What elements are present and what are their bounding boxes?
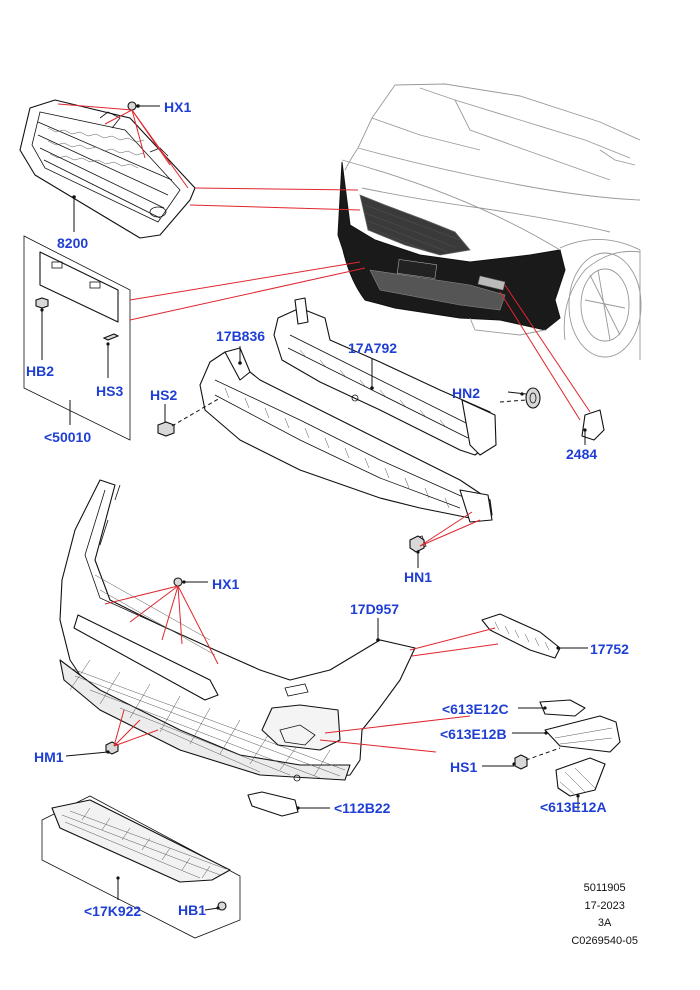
callout-613e12a: <613E12A [540,799,607,815]
doc-ref-line-3: 3A [597,917,612,929]
callout-hb2: HB2 [26,363,54,379]
moulding-112b22 [247,791,330,817]
doc-ref-line-1: 5011905 [583,882,626,894]
callout-hn2: HN2 [452,385,480,401]
callout-hs3: HS3 [96,383,123,399]
nut-hn1 [409,511,481,568]
clip-hx1-top [57,101,189,189]
callout-17a792: 17A792 [348,340,397,356]
callout-17d957: 17D957 [350,601,399,617]
doc-ref-line-2: 17-2023 [584,899,625,912]
fastener-hm1 [65,709,159,757]
screw-hs1 [482,747,561,770]
callout-17k922: <17K922 [84,903,141,919]
callout-8200: 8200 [57,235,88,251]
callout-hb1: HB1 [178,902,206,918]
clip-hx1-bottom [104,577,219,665]
callout-112b22: <112B22 [334,800,391,816]
callout-hn1: HN1 [404,569,432,585]
bumper-beam-17a792 [273,297,497,456]
bumper-cover-17d957 [59,479,416,782]
callout-2484: 2484 [566,446,597,462]
callout-hm1: HM1 [34,749,64,765]
doc-ref-line-4: C0269540-05 [571,934,638,947]
callout-hx1-top: HX1 [164,99,191,115]
callout-50010: <50010 [44,429,91,445]
underbody-panel-box [41,795,241,939]
bracket-17752 [409,613,588,659]
plate-bracket-panel [23,235,131,441]
callout-17752: 17752 [590,641,629,657]
tow-eye-cover-2484 [499,284,605,445]
trim-613e12c [324,699,586,734]
document-reference: 5011905 17-2023 3A C0269540-05 [571,880,638,950]
nut-hn2 [499,387,541,409]
callout-613e12b: <613E12B [440,726,507,742]
trim-613e12b [319,715,621,753]
screw-hs2 [157,397,221,437]
callout-17b836: 17B836 [216,328,265,344]
callout-hs1: HS1 [450,759,477,775]
callout-hs2: HS2 [150,387,177,403]
callout-613e12c: <613E12C [442,701,509,717]
vehicle-front-view [337,83,642,360]
callout-hx1-bottom: HX1 [212,576,239,592]
grille-assembly-8200 [19,99,196,239]
trim-613e12a [555,757,606,810]
